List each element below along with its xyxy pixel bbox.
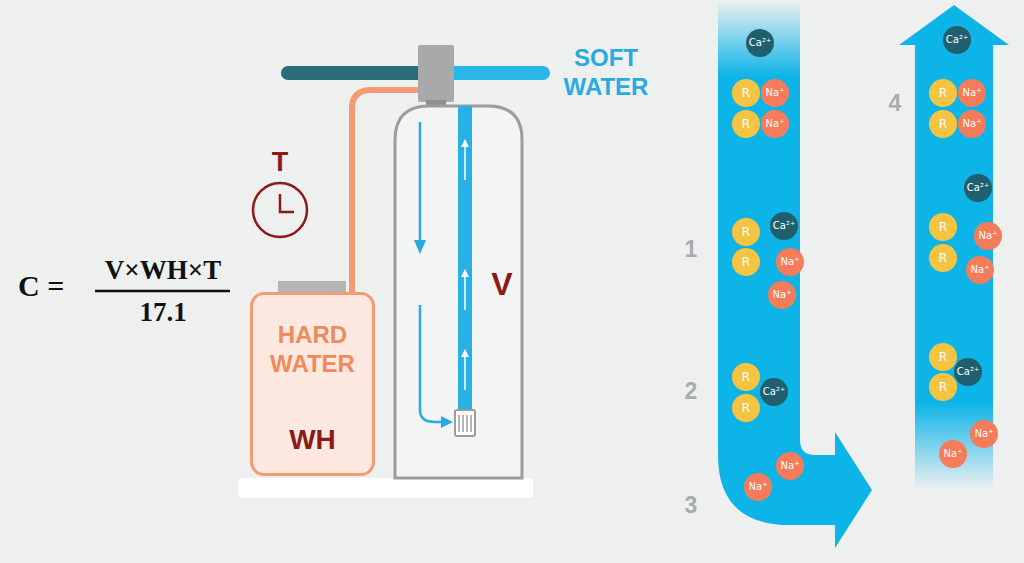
ion-label: Na⁺ <box>773 290 792 300</box>
timer-dial <box>253 183 307 237</box>
ion-label: R <box>742 371 750 383</box>
step-number: 1 <box>678 236 704 264</box>
base-plate <box>238 478 533 498</box>
sodium-ion: Na⁺ <box>761 79 789 107</box>
resin-bead: R <box>732 218 760 246</box>
resin-bead: R <box>929 110 957 138</box>
ion-label: Na⁺ <box>975 429 994 439</box>
down-flow-band <box>718 0 872 548</box>
ion-label: Na⁺ <box>979 231 998 241</box>
resin-tank: V <box>387 100 530 480</box>
formula-lhs: C = <box>18 268 94 304</box>
sodium-ion: Na⁺ <box>970 420 998 448</box>
valve-head <box>418 45 454 102</box>
arrow-head <box>414 240 426 254</box>
timer-hands <box>280 194 294 212</box>
resin-bead: R <box>732 79 760 107</box>
screen-slot <box>466 415 468 432</box>
tank-wall <box>395 106 522 478</box>
time-symbol: T <box>260 146 300 178</box>
tank-title: HARD WATER <box>257 321 368 379</box>
sodium-ion: Na⁺ <box>958 79 986 107</box>
up-flow-band <box>899 5 1009 490</box>
resin-bead: R <box>732 363 760 391</box>
arrow-head <box>441 416 453 428</box>
ion-label: Na⁺ <box>766 88 785 98</box>
screen-slot <box>462 415 464 432</box>
resin-bead: R <box>929 373 957 401</box>
soft-water-label: SOFT WATER <box>553 44 659 102</box>
screen-slot <box>458 415 460 432</box>
sodium-ion: Na⁺ <box>974 222 1002 250</box>
ion-label: Na⁺ <box>963 88 982 98</box>
ion-label: R <box>939 381 947 393</box>
ion-label: Ca²⁺ <box>749 38 771 48</box>
ion-label: Na⁺ <box>944 449 963 459</box>
ion-label: Na⁺ <box>781 257 800 267</box>
ion-label: R <box>939 252 947 264</box>
ion-label: R <box>742 256 750 268</box>
calcium-ion: Ca²⁺ <box>770 212 798 240</box>
arrow-head <box>461 139 469 147</box>
ion-label: Na⁺ <box>963 119 982 129</box>
fraction-bar <box>95 290 230 293</box>
sodium-ion: Na⁺ <box>966 256 994 284</box>
flow-arrow <box>419 122 422 245</box>
ion-label: R <box>742 402 750 414</box>
ion-label: R <box>742 87 750 99</box>
soft-water-pipe <box>445 66 543 80</box>
resin-bead: R <box>732 110 760 138</box>
hardness-symbol: WH <box>289 423 336 457</box>
sodium-ion: Na⁺ <box>776 452 804 480</box>
sodium-ion: Na⁺ <box>939 440 967 468</box>
ion-label: Ca²⁺ <box>946 35 968 45</box>
ion-label: R <box>939 351 947 363</box>
calcium-ion: Ca²⁺ <box>964 174 992 202</box>
calcium-ion: Ca²⁺ <box>746 29 774 57</box>
step-number: 4 <box>882 90 908 118</box>
volume-symbol: V <box>487 265 517 303</box>
calcium-ion: Ca²⁺ <box>760 378 788 406</box>
step-number: 2 <box>678 378 704 406</box>
resin-bead: R <box>929 79 957 107</box>
resin-bead: R <box>929 343 957 371</box>
hard-water-tank: HARD WATER WH <box>250 292 375 476</box>
ion-label: R <box>939 118 947 130</box>
resin-bead: R <box>929 213 957 241</box>
ion-label: Ca²⁺ <box>957 367 979 377</box>
ion-label: R <box>742 118 750 130</box>
riser-tube <box>458 106 472 412</box>
sodium-ion: Na⁺ <box>768 281 796 309</box>
ion-label: Ca²⁺ <box>763 387 785 397</box>
ion-label: R <box>939 221 947 233</box>
inlet-pipe <box>288 66 425 80</box>
ion-label: Ca²⁺ <box>773 221 795 231</box>
flow-arrow <box>420 305 443 422</box>
distributor-screen <box>455 410 475 436</box>
arrow-head <box>461 269 469 277</box>
formula-numerator: V×WH×T <box>88 254 238 286</box>
sodium-ion: Na⁺ <box>744 473 772 501</box>
sodium-ion: Na⁺ <box>776 248 804 276</box>
ion-label: Na⁺ <box>749 482 768 492</box>
resin-bead: R <box>929 244 957 272</box>
ion-label: Na⁺ <box>766 119 785 129</box>
calcium-ion: Ca²⁺ <box>954 358 982 386</box>
calcium-ion: Ca²⁺ <box>943 26 971 54</box>
ion-label: Na⁺ <box>971 265 990 275</box>
arrow-head <box>461 349 469 357</box>
ion-label: Ca²⁺ <box>967 183 989 193</box>
formula-denominator: 17.1 <box>88 296 238 328</box>
ion-label: Na⁺ <box>781 461 800 471</box>
screen-slot <box>470 415 472 432</box>
sodium-ion: Na⁺ <box>761 110 789 138</box>
resin-bead: R <box>732 248 760 276</box>
ion-label: R <box>939 87 947 99</box>
sodium-ion: Na⁺ <box>958 110 986 138</box>
resin-bead: R <box>732 394 760 422</box>
step-number: 3 <box>678 492 704 520</box>
ion-label: R <box>742 226 750 238</box>
